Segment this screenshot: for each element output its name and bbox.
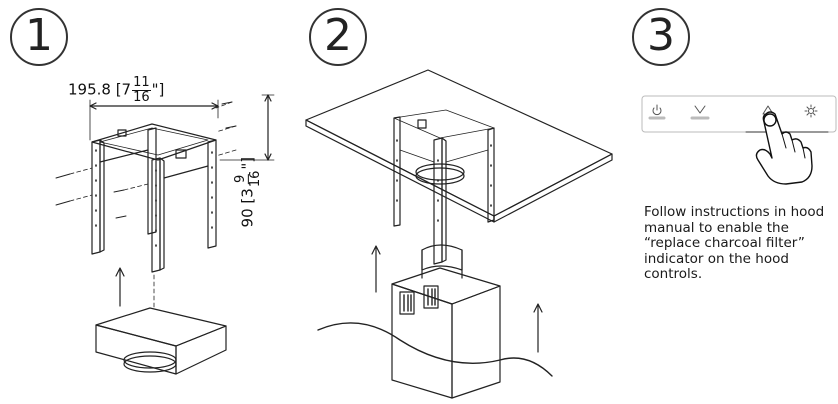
step-1-number: 1 bbox=[25, 10, 53, 61]
width-dimension-denominator: 16 bbox=[133, 89, 150, 105]
step-3-instruction: Follow instructions in hood manual to en… bbox=[644, 204, 836, 283]
step-2-ceiling-mount bbox=[305, 69, 613, 399]
instruction-line: Follow instructions in hood bbox=[644, 204, 825, 220]
step-2-circle bbox=[309, 8, 367, 66]
instruction-line: controls. bbox=[644, 266, 703, 282]
step-1-circle bbox=[10, 8, 68, 66]
hand-pointer-icon bbox=[755, 111, 813, 185]
step-3-control-panel bbox=[641, 95, 837, 185]
chevron-down-icon bbox=[690, 105, 710, 120]
width-dimension-value: 195.8 [7 bbox=[68, 80, 132, 99]
gear-icon bbox=[804, 104, 818, 118]
width-dimension-unit: "] bbox=[151, 80, 165, 99]
step-1-bracket-frame bbox=[55, 94, 275, 375]
instruction-line: “replace charcoal filter” bbox=[644, 235, 805, 251]
instruction-line: indicator on the hood bbox=[644, 250, 789, 267]
step-3-circle bbox=[632, 8, 690, 66]
step-2-number: 2 bbox=[324, 10, 352, 61]
instruction-line: manual to enable the bbox=[644, 219, 789, 236]
step-3-number: 3 bbox=[647, 10, 675, 61]
power-icon bbox=[648, 104, 666, 120]
width-dimension-numerator: 11 bbox=[132, 75, 151, 91]
